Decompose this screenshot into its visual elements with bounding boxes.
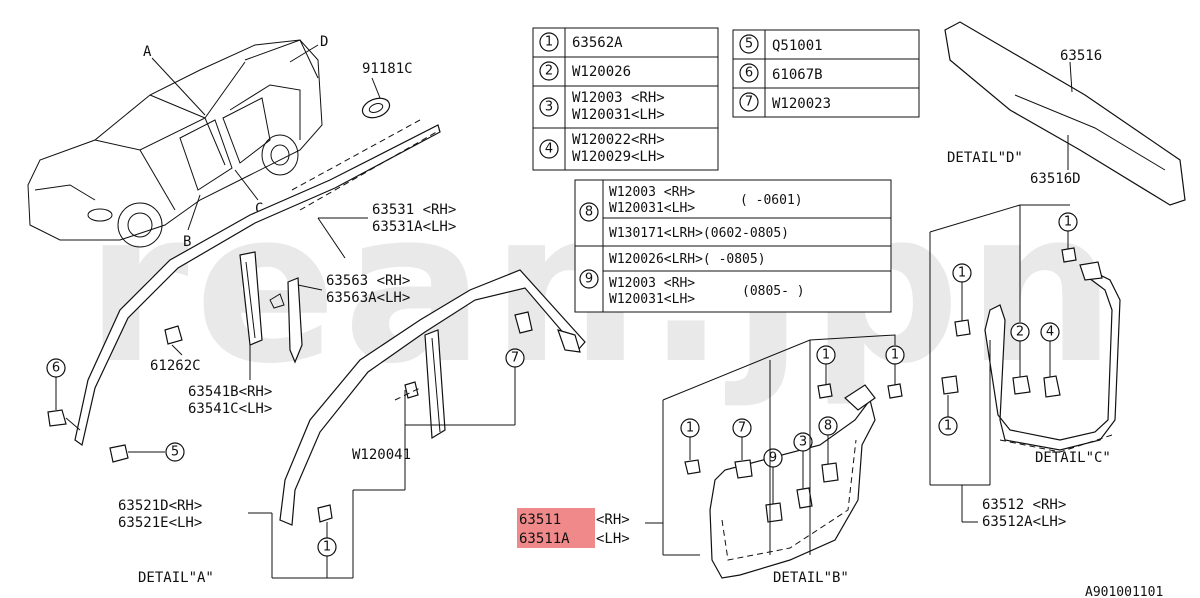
detail-b: 1 7 9 3 8 1 1 DETAIL"B" bbox=[645, 334, 905, 586]
svg-text:8: 8 bbox=[585, 205, 593, 220]
legend-8-lh: W120031<LH> bbox=[609, 201, 695, 216]
label-63511: 63511 bbox=[519, 512, 561, 528]
legend-6-value: 61067B bbox=[772, 67, 823, 83]
legend-2-value: W120026 bbox=[572, 64, 631, 80]
label-63531-lh: 63531A<LH> bbox=[372, 219, 456, 235]
svg-text:1: 1 bbox=[545, 35, 553, 50]
svg-text:7: 7 bbox=[745, 95, 753, 110]
legend-9-rh: W12003 <RH> bbox=[609, 276, 695, 291]
label-63563-rh: 63563 <RH> bbox=[326, 273, 410, 289]
marker-4-detail-c: 4 bbox=[1046, 325, 1054, 340]
marker-1-detail-b-a: 1 bbox=[686, 421, 694, 436]
legend-9-lrh: W120026<LRH>( -0805) bbox=[609, 252, 766, 267]
marker-9-detail-b: 9 bbox=[769, 451, 777, 466]
legend-8-rh: W12003 <RH> bbox=[609, 185, 695, 200]
label-w120041: W120041 bbox=[352, 447, 411, 463]
label-63511-rh: <RH> bbox=[596, 512, 630, 528]
legend-3-lh: W120031<LH> bbox=[572, 107, 665, 123]
marker-1-detail-c-c: 1 bbox=[1064, 215, 1072, 230]
label-63521-rh: 63521D<RH> bbox=[118, 498, 202, 514]
label-63512-rh: 63512 <RH> bbox=[982, 497, 1066, 513]
part-63531: 63531 <RH> 63531A<LH> bbox=[74, 119, 456, 447]
marker-3-detail-b: 3 bbox=[799, 435, 807, 450]
svg-text:2: 2 bbox=[545, 64, 553, 79]
label-63511-lh: <LH> bbox=[596, 531, 630, 547]
marker-6: 6 bbox=[52, 361, 60, 376]
svg-text:3: 3 bbox=[545, 100, 553, 115]
part-61262c: 61262C bbox=[150, 325, 201, 374]
detail-c-label: DETAIL"C" bbox=[1035, 450, 1111, 466]
label-63511a: 63511A bbox=[519, 531, 570, 547]
legend-8-alt: W130171<LRH>(0602-0805) bbox=[609, 226, 789, 241]
callout-b: B bbox=[183, 234, 191, 250]
svg-text:5: 5 bbox=[745, 37, 753, 52]
detail-d: 63516 63516D DETAIL"D" bbox=[944, 21, 1186, 206]
marker-1-detail-b-c: 1 bbox=[891, 348, 899, 363]
label-63512-lh: 63512A<LH> bbox=[982, 514, 1066, 530]
detail-c: 63512 <RH> 63512A<LH> 1 1 2 4 1 DETAIL"C… bbox=[929, 204, 1121, 530]
svg-text:6: 6 bbox=[745, 66, 753, 81]
marker-1-detail-b-b: 1 bbox=[822, 348, 830, 363]
callout-d: D bbox=[320, 34, 328, 50]
car-illustration: A B C D bbox=[27, 34, 328, 250]
legend-4-rh: W120022<RH> bbox=[572, 132, 665, 148]
label-63521-lh: 63521E<LH> bbox=[118, 515, 202, 531]
legend-4-lh: W120029<LH> bbox=[572, 149, 665, 165]
legend-9-lh: W120031<LH> bbox=[609, 292, 695, 307]
legend-5-value: Q51001 bbox=[772, 38, 823, 54]
diagram-code: A901001101 bbox=[1085, 585, 1163, 598]
svg-text:9: 9 bbox=[585, 272, 593, 287]
label-63516d: 63516D bbox=[1030, 171, 1081, 187]
marker-1-detail-c-b: 1 bbox=[944, 419, 952, 434]
svg-text:4: 4 bbox=[545, 142, 553, 157]
legend-table-2: 5 Q51001 6 61067B 7 W120023 bbox=[732, 29, 920, 118]
marker-1-detail-a: 1 bbox=[323, 540, 331, 555]
legend-3-rh: W12003 <RH> bbox=[572, 90, 665, 106]
detail-a-label: DETAIL"A" bbox=[138, 570, 214, 586]
label-63541-lh: 63541C<LH> bbox=[188, 401, 272, 417]
marker-5: 5 bbox=[171, 445, 179, 460]
label-63516: 63516 bbox=[1060, 48, 1102, 64]
marker-2-detail-c: 2 bbox=[1016, 325, 1024, 340]
marker-1-detail-c-a: 1 bbox=[958, 266, 966, 281]
detail-a: 7 W120041 63521D<RH> 63521E<LH> 1 DETAIL… bbox=[118, 269, 586, 586]
legend-9-date-note: (0805- ) bbox=[742, 284, 805, 299]
label-63541-rh: 63541B<RH> bbox=[188, 384, 272, 400]
callout-a: A bbox=[143, 44, 152, 60]
label-63563-lh: 63563A<LH> bbox=[326, 290, 410, 306]
marker-8-detail-b: 8 bbox=[824, 419, 832, 434]
marker-7-detail-b: 7 bbox=[738, 421, 746, 436]
part-63541: 63541B<RH> 63541C<LH> bbox=[188, 251, 272, 417]
legend-8-date-note: ( -0601) bbox=[740, 193, 803, 208]
legend-1-value: 63562A bbox=[572, 35, 623, 51]
part-91181c: 91181C bbox=[361, 61, 413, 119]
label-91181c: 91181C bbox=[362, 61, 413, 77]
part-63563: 63563 <RH> 63563A<LH> bbox=[269, 273, 410, 364]
callout-c: C bbox=[255, 201, 263, 217]
label-61262c: 61262C bbox=[150, 358, 201, 374]
part-63511: 63511 63511A <RH> <LH> bbox=[517, 508, 630, 548]
highlight-63511 bbox=[517, 508, 595, 548]
legend-7-value: W120023 bbox=[772, 96, 831, 112]
marker-6-group: 6 bbox=[46, 358, 81, 431]
legend-table-3: 8 W12003 <RH> W120031<LH> ( -0601) W1301… bbox=[574, 179, 892, 313]
detail-d-label: DETAIL"D" bbox=[947, 150, 1023, 166]
detail-b-label: DETAIL"B" bbox=[773, 570, 849, 586]
marker-7: 7 bbox=[511, 351, 519, 366]
marker-5-group: 5 bbox=[109, 442, 185, 463]
legend-table-1: 1 63562A 2 W120026 3 W12003 <RH> W120031… bbox=[532, 27, 719, 171]
label-63531-rh: 63531 <RH> bbox=[372, 202, 456, 218]
